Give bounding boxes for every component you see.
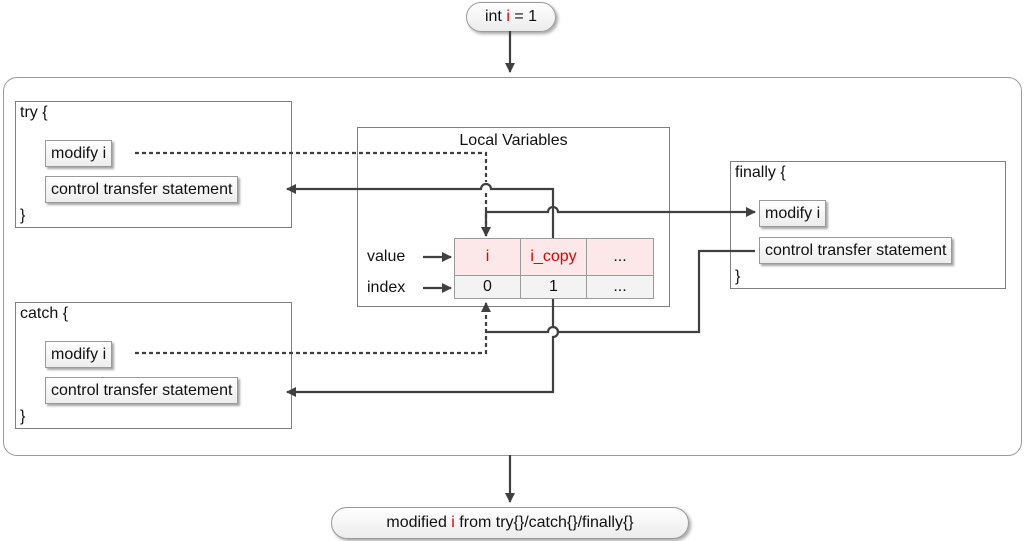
dotted-catch-modify xyxy=(135,302,491,355)
finally-transfer-link xyxy=(486,249,755,334)
try-control-transfer: control transfer statement xyxy=(45,176,239,203)
finally-open: finally { xyxy=(735,164,786,181)
end-var: i xyxy=(451,514,455,531)
end-prefix: modified xyxy=(386,514,452,531)
index-cell-0: 0 xyxy=(454,275,521,299)
value-row-label: value xyxy=(367,248,406,265)
start-prefix: int xyxy=(484,8,507,25)
start-suffix: = 1 xyxy=(509,8,538,25)
try-open: try { xyxy=(20,104,48,121)
index-cell-more: ... xyxy=(586,275,654,299)
local-variables-title: Local Variables xyxy=(459,132,568,149)
catch-close: } xyxy=(20,408,26,425)
catch-open: catch { xyxy=(20,305,69,322)
catch-block: catch { modify i control transfer statem… xyxy=(15,302,292,429)
end-node: modified i from try{}/catch{}/finally{} xyxy=(331,507,689,539)
start-var: i xyxy=(506,8,510,25)
finally-block: finally { modify i control transfer stat… xyxy=(730,161,1006,289)
dotted-try-modify xyxy=(135,151,486,236)
try-close: } xyxy=(20,207,26,224)
finally-close: } xyxy=(735,268,741,285)
value-cell-more: ... xyxy=(586,238,654,276)
finally-modify-i: modify i xyxy=(759,200,827,227)
i-to-finally-modify xyxy=(484,205,756,236)
finally-control-transfer: control transfer statement xyxy=(759,237,953,264)
copy-to-try-transfer xyxy=(286,182,555,238)
try-block: try { modify i control transfer statemen… xyxy=(15,101,292,228)
index-row-label: index xyxy=(367,279,406,296)
catch-modify-i: modify i xyxy=(45,341,113,368)
copy-to-catch-transfer xyxy=(286,299,560,397)
try-modify-i: modify i xyxy=(45,140,113,167)
catch-control-transfer: control transfer statement xyxy=(45,377,239,404)
end-suffix: from try{}/catch{}/finally{} xyxy=(454,514,634,531)
start-node: int i = 1 xyxy=(466,2,556,32)
